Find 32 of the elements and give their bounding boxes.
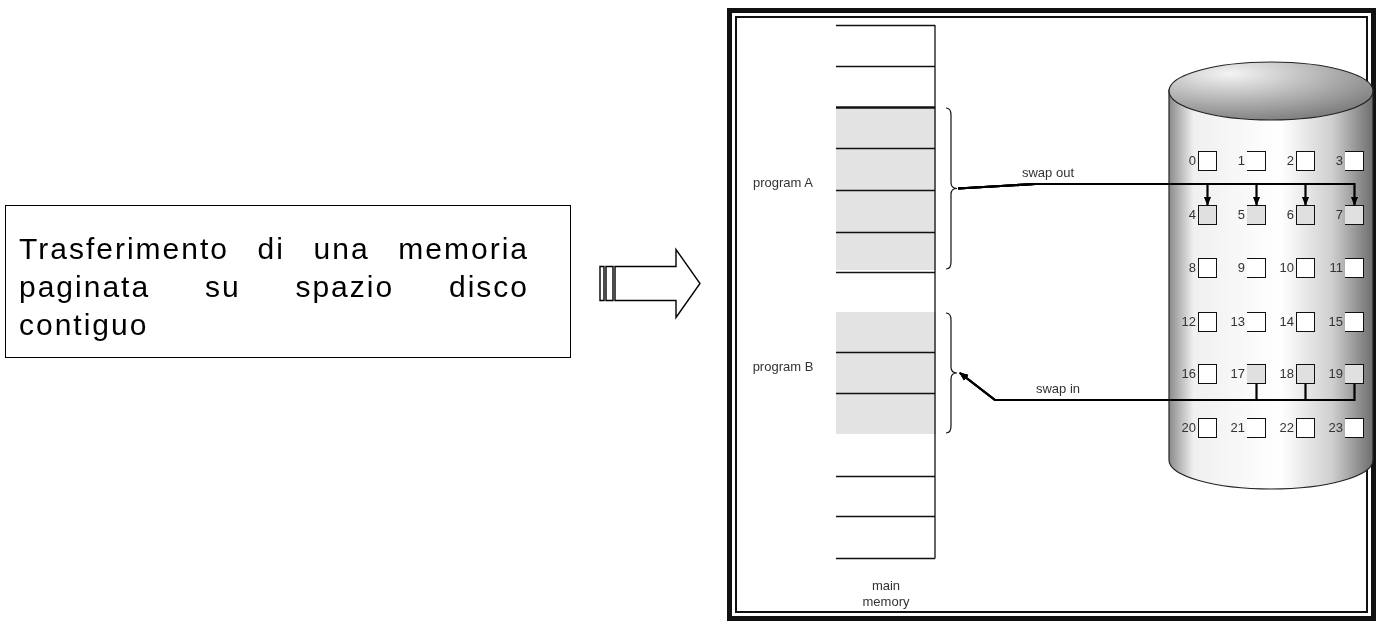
page-number: 10 (1278, 260, 1294, 276)
edge-label: swap out (1020, 165, 1076, 180)
page-number: 1 (1236, 153, 1245, 169)
text-box: Trasferimento di una memoria paginata su spazio disco contiguo (5, 205, 571, 358)
figure-frame (727, 8, 1376, 621)
program-label: program B (751, 359, 815, 375)
page-number: 22 (1278, 420, 1294, 436)
page-number: 5 (1236, 207, 1245, 223)
page-number: 20 (1180, 420, 1196, 436)
page-number: 21 (1229, 420, 1245, 436)
page-number: 2 (1285, 153, 1294, 169)
page-number: 17 (1229, 366, 1245, 382)
page-number: 3 (1334, 153, 1343, 169)
page-number: 14 (1278, 314, 1294, 330)
page-number: 7 (1334, 207, 1343, 223)
page-number: 9 (1236, 260, 1245, 276)
memory-label: main memory (861, 578, 911, 610)
page-number: 6 (1285, 207, 1294, 223)
block-arrow (599, 247, 701, 320)
page-number: 23 (1327, 420, 1343, 436)
program-label: program A (752, 174, 814, 191)
page-number: 12 (1180, 314, 1196, 330)
page-number: 15 (1327, 314, 1343, 330)
page-number: 8 (1187, 260, 1196, 276)
page-number: 0 (1187, 153, 1196, 169)
page-number: 11 (1328, 260, 1343, 276)
page-number: 18 (1278, 366, 1294, 382)
page-number: 19 (1327, 366, 1343, 382)
page-number: 13 (1229, 314, 1245, 330)
page-number: 16 (1180, 366, 1196, 382)
page-number: 4 (1187, 207, 1196, 223)
edge-label: swap in (1033, 381, 1083, 396)
